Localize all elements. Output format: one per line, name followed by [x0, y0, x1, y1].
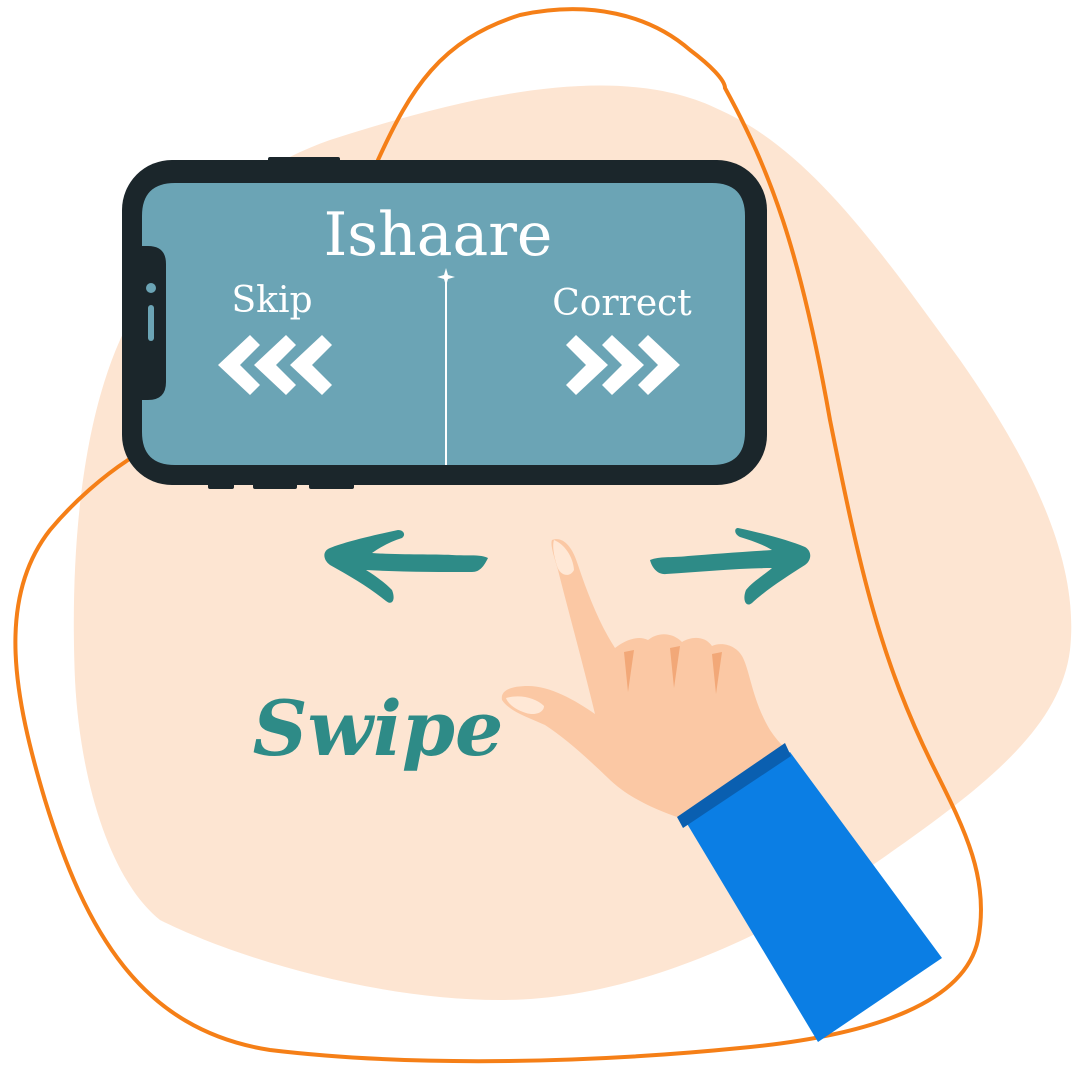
swipe-label: Swipe: [253, 684, 504, 773]
correct-label[interactable]: Correct: [552, 283, 692, 324]
skip-label[interactable]: Skip: [231, 280, 312, 321]
right-chevrons-icon[interactable]: [566, 335, 680, 395]
orange-outline-loop: [13, 7, 983, 1064]
phone-screen: [142, 183, 745, 465]
fingernail: [553, 540, 574, 575]
finger-crease: [670, 646, 680, 688]
finger-crease: [712, 652, 722, 694]
arrow-right-icon: [650, 528, 811, 605]
app-title: Ishaare: [324, 200, 553, 270]
phone: Ishaare Skip Correct: [122, 157, 767, 489]
pointing-hand: [501, 539, 785, 818]
left-chevrons-icon[interactable]: [218, 335, 332, 395]
sleeve: [686, 752, 942, 1042]
phone-camera: [146, 283, 156, 293]
phone-speaker: [148, 305, 154, 341]
sparkle-icon: [437, 268, 455, 286]
thumb-nail: [506, 696, 544, 715]
arrow-left-icon: [324, 530, 488, 603]
sleeve-cuff: [677, 743, 791, 828]
finger-crease: [624, 650, 634, 692]
hand-palm: [501, 539, 785, 818]
